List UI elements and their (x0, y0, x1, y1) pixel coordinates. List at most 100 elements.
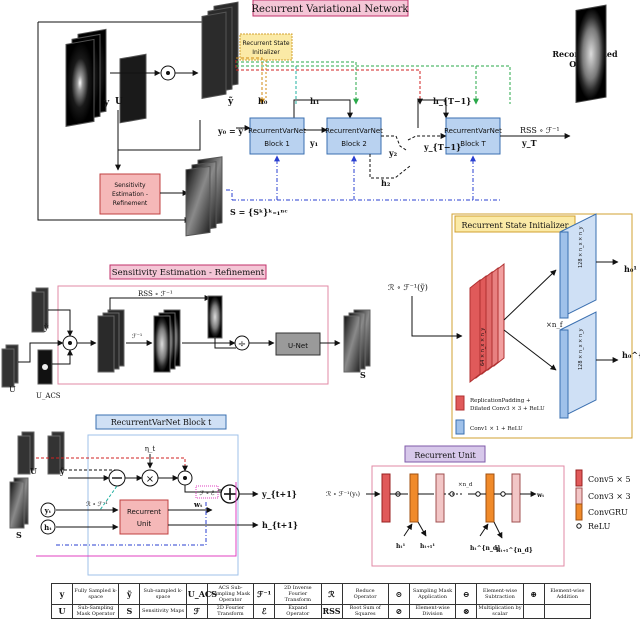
sensitivity-box-top: Sensitivity Estimation - Refinement (99, 173, 161, 215)
legend-description: Element-wise Addition (543, 583, 592, 605)
legend-description: ACS Sub-Sampling Mask Operator (206, 583, 255, 605)
ru-label-wt: wₜ (536, 492, 544, 499)
svg-text:÷: ÷ (238, 339, 246, 350)
outer-loop-line (37, 22, 191, 223)
sens-label-s: S (360, 370, 366, 380)
sensitivity-maps-stack-top (185, 156, 223, 237)
legend-symbol: ⊖ (455, 583, 478, 605)
svg-text:Block T: Block T (460, 140, 486, 148)
svg-text:RecurrentVarNet: RecurrentVarNet (248, 127, 306, 135)
label-rss-op: RSS ∘ ℱ⁻¹ (520, 126, 560, 135)
sens-rss-image (207, 295, 223, 339)
legend-symbol: ⊕ (522, 583, 545, 605)
legend-symbol: ℰ (253, 603, 276, 619)
svg-text:×: × (146, 474, 154, 485)
ru-label-hnd: hₜ^{n_d} (470, 545, 501, 552)
label-y2: y₂ (388, 148, 398, 158)
block-ht-circle (40, 519, 56, 535)
sens-label-u: U (9, 385, 16, 394)
block-label-yt1: y_{t+1} (261, 489, 297, 499)
label-y1: y₁ (309, 138, 318, 148)
block-frame (87, 434, 239, 576)
legend-description: Sampling Mask Application (408, 583, 457, 605)
sens-label-rss: RSS ∘ ℱ⁻¹ (138, 290, 173, 298)
varnet-block-2: RecurrentVarNet Block 2 (325, 117, 383, 155)
svg-text:Recurrent: Recurrent (127, 508, 161, 516)
svg-text:RecurrentVarNet Block t: RecurrentVarNet Block t (111, 418, 212, 427)
ru-conv3-1 (435, 473, 445, 523)
rsi-label-ch2: 128 × n_x × n_y (578, 226, 584, 268)
rsi-red-layers (469, 262, 505, 384)
sens-unet-box: U-Net (275, 332, 321, 356)
legend-description: Multiplication by scalar (476, 603, 524, 619)
block-label-ht1: h_{t+1} (262, 520, 298, 530)
svg-text:ConvGRU: ConvGRU (588, 508, 628, 517)
kspace-ytilde-stack (201, 1, 239, 99)
block-label-s: S (16, 530, 22, 540)
svg-text:Recurrent Unit: Recurrent Unit (414, 451, 476, 460)
block-label-fe: ℱ ∘ ℰ (199, 490, 214, 497)
svg-text:Conv1 × 1 + ReLU: Conv1 × 1 + ReLU (470, 426, 523, 432)
legend-description: Element-wise Division (408, 603, 457, 619)
block-label-eta: η_t (145, 445, 156, 453)
label-ht1: h_{T−1} (433, 96, 471, 106)
legend-symbol: ⊗ (455, 603, 478, 619)
legend-description: Sub-sampled k-space (139, 583, 187, 605)
rsi-label-ch1: 64 × n_x × n_y (480, 328, 486, 366)
main-title-text: Recurrent Variational Network (252, 4, 410, 15)
rsi-legend-red: ReplicationPadding + Dilated Conv3 × 3 +… (455, 395, 545, 412)
ru-label-hndp: hₜ₊₁^{n_d} (496, 547, 533, 554)
mask-u-image (119, 53, 147, 124)
svg-text:RecurrentVarNet: RecurrentVarNet (325, 127, 383, 135)
legend-symbol: U (51, 603, 73, 619)
sens-kspace-stack (97, 309, 125, 373)
sens-label-finv: ℱ⁻¹ (132, 333, 142, 340)
rsi-label-h01: h₀¹ (624, 264, 637, 274)
block-label-wt: wₜ (193, 500, 203, 509)
ru-label-times: ×n_d (458, 482, 473, 488)
rsi-label-ch3: 128 × n_x × n_y (578, 328, 584, 370)
svg-text:ReLU: ReLU (588, 522, 611, 531)
legend-symbol: y (51, 583, 73, 605)
rsi-blue-layer-1 (559, 213, 597, 319)
varnet-block-t: RecurrentVarNet Block T (444, 117, 502, 155)
label-s-eq: S = {Sᵏ}ᵏ₌₁ⁿᶜ (230, 207, 288, 217)
rsi-label-input: ℛ ∘ ℱ⁻¹(ỹ) (388, 283, 428, 292)
rsi-frame (451, 213, 633, 439)
legend-description: Sensitivity Maps (139, 603, 187, 619)
legend-symbol: ⊙ (387, 583, 410, 605)
ru-conv5-layer (381, 473, 391, 523)
legend-symbol: ỹ (118, 583, 141, 605)
label-y0-eq: y₀ = ỹ (217, 126, 243, 136)
legend-description: Root Sum of Squares (341, 603, 389, 619)
label-h1: h₁ (310, 96, 319, 106)
svg-text:Sensitivity Estimation - Refin: Sensitivity Estimation - Refinement (112, 268, 265, 278)
ru-conv3-2 (511, 473, 521, 523)
main-title: Recurrent Variational Network (252, 0, 410, 17)
kspace-y-stack (65, 28, 107, 127)
rsi-label-h0nd: h₀^{n_d} (622, 350, 640, 360)
rsi-legend-blue: Conv1 × 1 + ReLU (455, 419, 523, 435)
block-s-stack (9, 477, 29, 529)
ru-gru-2 (485, 473, 495, 523)
svg-text:Recurrent State Initializer: Recurrent State Initializer (462, 221, 569, 230)
label-ytilde: ỹ (227, 96, 234, 107)
reconstructed-image (575, 4, 607, 104)
legend-symbol: ℛ (320, 583, 343, 605)
svg-text:U-Net: U-Net (288, 342, 308, 350)
legend-symbol (522, 603, 545, 619)
legend-symbol: ℱ (185, 603, 208, 619)
svg-text:Block 1: Block 1 (264, 140, 290, 148)
rsi-box-top: Recurrent State Initializer (239, 33, 293, 61)
block-label-rf: ℛ ∘ ℱ⁻¹ (86, 501, 108, 508)
legend-description: 2D Inverse Fourier Transform (274, 583, 322, 605)
svg-text:Unit: Unit (137, 520, 152, 528)
ru-legend: Conv5 × 5 Conv3 × 3 ConvGRU ReLU (575, 469, 631, 531)
sens-u-stack (1, 344, 19, 388)
legend-description: 2D Fourier Transform (206, 603, 255, 619)
varnet-block-1: RecurrentVarNet Block 1 (248, 117, 306, 155)
